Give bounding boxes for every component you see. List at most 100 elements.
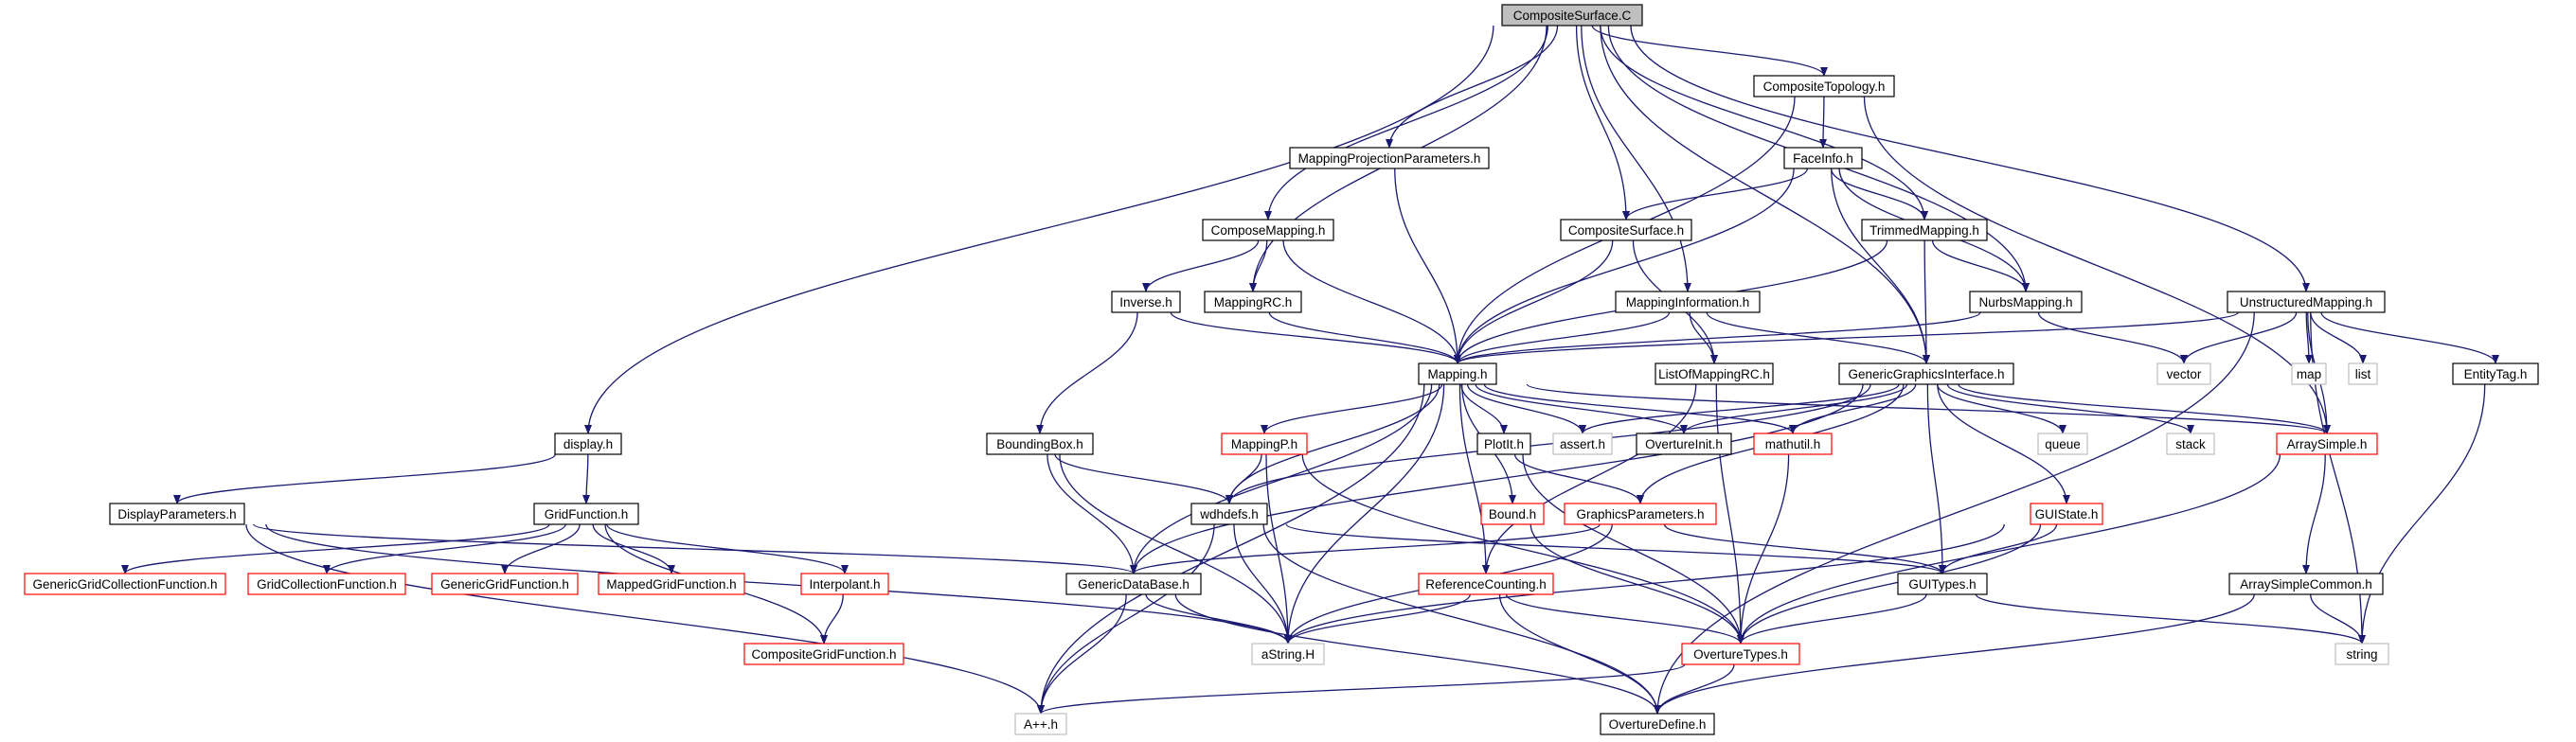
node-mathutil-h[interactable]: mathutil.h <box>1753 433 1833 455</box>
edge-mapping-h-to-mappingp-h <box>1261 383 1443 434</box>
node-displayparameters-h[interactable]: DisplayParameters.h <box>109 503 245 525</box>
node-box <box>1897 573 1988 595</box>
node-genericgridcollectionfunction-h[interactable]: GenericGridCollectionFunction.h <box>24 573 226 595</box>
node-box <box>1564 503 1717 525</box>
node-box <box>1202 219 1334 241</box>
node-overturetypes-h[interactable]: OvertureTypes.h <box>1681 643 1800 665</box>
node-aplusplus-h[interactable]: A++.h <box>1014 713 1067 735</box>
node-guistate-h[interactable]: GUIState.h <box>2030 503 2103 525</box>
node-faceinfo-h[interactable]: FaceInfo.h <box>1783 147 1863 169</box>
node-map[interactable]: map <box>2291 362 2327 385</box>
node-bound-h[interactable]: Bound.h <box>1480 503 1545 525</box>
node-graphicsparameters-h[interactable]: GraphicsParameters.h <box>1564 503 1717 525</box>
node-label: Mapping.h <box>1427 367 1487 381</box>
edge-boundingbox-h-to-genericdatabase-h <box>1046 453 1137 574</box>
node-string[interactable]: string <box>2334 643 2389 665</box>
node-box <box>800 573 889 595</box>
node-label: stack <box>2175 437 2206 451</box>
node-arraysimplecommon-h[interactable]: ArraySimpleCommon.h <box>2228 573 2384 595</box>
node-label: GridFunction.h <box>545 507 629 521</box>
node-gridfunction-h[interactable]: GridFunction.h <box>533 503 639 525</box>
node-box <box>109 503 245 525</box>
node-list[interactable]: list <box>2348 362 2378 385</box>
edge-guitypes-h-to-overturetypes-h <box>1737 593 1927 645</box>
node-box <box>598 573 745 595</box>
node-label: NurbsMapping.h <box>1978 295 2072 309</box>
node-gridcollectionfunction-h[interactable]: GridCollectionFunction.h <box>247 573 406 595</box>
node-label: ListOfMappingRC.h <box>1658 367 1770 381</box>
node-plotit-h[interactable]: PlotIt.h <box>1476 433 1531 455</box>
node-entitytag-h[interactable]: EntityTag.h <box>2452 362 2539 385</box>
node-box <box>1600 713 1715 735</box>
node-compositesurface-h[interactable]: CompositeSurface.h <box>1560 219 1692 241</box>
edge-mathutil-h-to-overturetypes-h <box>1737 453 1790 645</box>
edge-unstructuredmapping-h-to-mapping-h <box>1454 311 2239 364</box>
node-box <box>1615 291 1761 313</box>
edge-mappinginformation-h-to-mapping-h <box>1454 311 1671 364</box>
edge-mapping-h-to-astring-h <box>1284 383 1445 645</box>
node-referencecounting-h[interactable]: ReferenceCounting.h <box>1418 573 1554 595</box>
node-box <box>986 433 1094 455</box>
edge-genericdatabase-h-to-astring-h <box>1145 593 1292 645</box>
node-genericgridfunction-h[interactable]: GenericGridFunction.h <box>431 573 579 595</box>
node-box <box>1969 291 2083 313</box>
node-compositesurface-c[interactable]: CompositeSurface.C <box>1501 4 1643 26</box>
node-compositetopology-h[interactable]: CompositeTopology.h <box>1753 75 1895 97</box>
edge-gridfunction-h-to-genericgridfunction-h <box>501 523 581 574</box>
edge-mapping-h-to-arraysimple-h <box>1526 383 2331 434</box>
node-assert-h[interactable]: assert.h <box>1552 433 1613 455</box>
node-unstructuredmapping-h[interactable]: UnstructuredMapping.h <box>2227 291 2386 313</box>
node-mappingp-h[interactable]: MappingP.h <box>1221 433 1308 455</box>
node-vector[interactable]: vector <box>2156 362 2211 385</box>
node-stack[interactable]: stack <box>2166 433 2215 455</box>
edge-referencecounting-h-to-overturetypes-h <box>1505 593 1744 645</box>
node-box <box>1753 433 1833 455</box>
node-mappingprojectionparameters-h[interactable]: MappingProjectionParameters.h <box>1289 147 1490 169</box>
node-label: OvertureDefine.h <box>1609 717 1707 732</box>
node-composemapping-h[interactable]: ComposeMapping.h <box>1202 219 1334 241</box>
edge-genericgraphicsinterface-h-to-queue <box>1936 383 2066 434</box>
edge-entitytag-h-to-string <box>2358 383 2486 645</box>
edge-genericdatabase-h-to-overturedefine-h <box>1174 593 1661 715</box>
edge-wdhdefs-h-to-astring-h <box>1233 523 1292 645</box>
node-label: ReferenceCounting.h <box>1425 577 1547 592</box>
node-box <box>2276 433 2378 455</box>
node-wdhdefs-h[interactable]: wdhdefs.h <box>1190 503 1268 525</box>
node-overtureinit-h[interactable]: OvertureInit.h <box>1636 433 1732 455</box>
node-label: GUITypes.h <box>1908 577 1976 592</box>
node-listofmappingrc-h[interactable]: ListOfMappingRC.h <box>1655 362 1774 385</box>
node-overturedefine-h[interactable]: OvertureDefine.h <box>1600 713 1715 735</box>
node-arraysimple-h[interactable]: ArraySimple.h <box>2276 433 2378 455</box>
node-label: A++.h <box>1024 717 1058 732</box>
edge-genericgraphicsinterface-h-to-overtureinit-h <box>1680 383 1908 434</box>
node-compositegridfunction-h[interactable]: CompositeGridFunction.h <box>743 643 904 665</box>
node-inverse-h[interactable]: Inverse.h <box>1111 291 1181 313</box>
node-display-h[interactable]: display.h <box>554 433 622 455</box>
node-genericgraphicsinterface-h[interactable]: GenericGraphicsInterface.h <box>1838 362 2014 385</box>
node-mapping-h[interactable]: Mapping.h <box>1418 362 1497 385</box>
node-label: PlotIt.h <box>1484 437 1524 451</box>
node-astring-h[interactable]: aString.H <box>1251 643 1325 665</box>
node-guitypes-h[interactable]: GUITypes.h <box>1897 573 1988 595</box>
node-mappinginformation-h[interactable]: MappingInformation.h <box>1615 291 1761 313</box>
node-label: GenericGridFunction.h <box>440 577 569 592</box>
node-box <box>1190 503 1268 525</box>
node-box <box>24 573 226 595</box>
node-genericdatabase-h[interactable]: GenericDataBase.h <box>1065 573 1202 595</box>
edge-bound-h-to-overturetypes-h <box>1530 523 1744 645</box>
node-queue[interactable]: queue <box>2037 433 2088 455</box>
node-box <box>1783 147 1863 169</box>
node-box <box>743 643 904 665</box>
node-label: MappedGridFunction.h <box>606 577 736 592</box>
node-mappedgridfunction-h[interactable]: MappedGridFunction.h <box>598 573 745 595</box>
node-trimmedmapping-h[interactable]: TrimmedMapping.h <box>1861 219 1988 241</box>
node-nurbsmapping-h[interactable]: NurbsMapping.h <box>1969 291 2083 313</box>
node-mappingrc-h[interactable]: MappingRC.h <box>1204 291 1302 313</box>
node-box <box>554 433 622 455</box>
node-label: CompositeSurface.C <box>1513 9 1632 23</box>
node-box <box>2291 362 2327 385</box>
node-boundingbox-h[interactable]: BoundingBox.h <box>986 433 1094 455</box>
node-box <box>1552 433 1613 455</box>
node-interpolant-h[interactable]: Interpolant.h <box>800 573 889 595</box>
